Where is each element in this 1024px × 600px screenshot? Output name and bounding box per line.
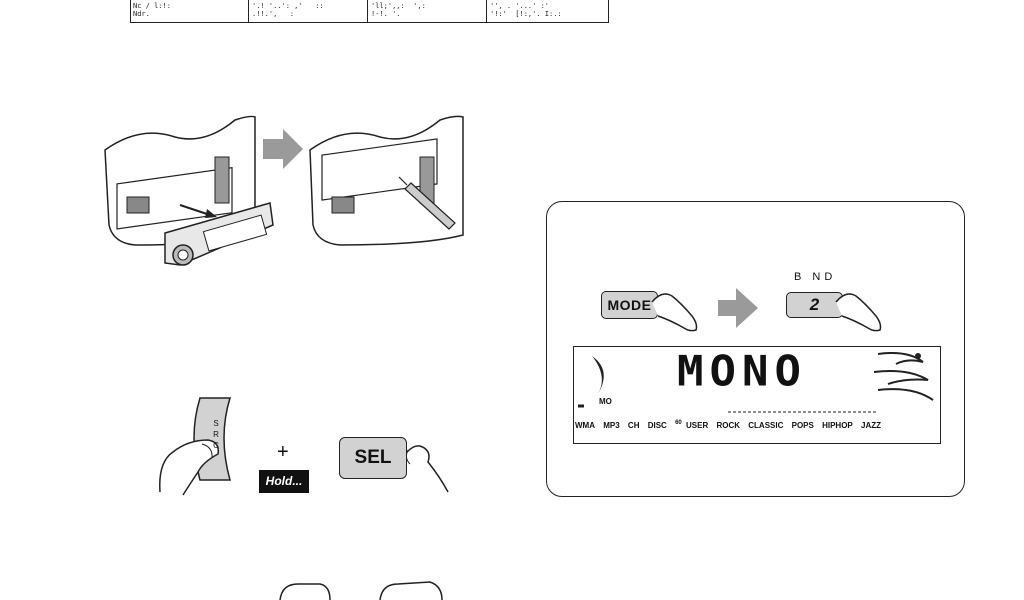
- partial-illustration: [279, 581, 443, 600]
- table-cell: 'll;',,: ',: !-!. '.: [371, 2, 426, 18]
- lcd-rock: ROCK: [716, 420, 741, 430]
- table-divider: [486, 0, 487, 22]
- lcd-graphics: [578, 352, 934, 413]
- mode-button[interactable]: MODE: [601, 291, 658, 319]
- lcd-disc: DISC: [647, 420, 667, 430]
- button-press-illustration: [159, 397, 449, 496]
- band-button[interactable]: 2: [786, 292, 843, 318]
- mode-fingers-arrow: [651, 288, 882, 332]
- plus-sign: +: [277, 441, 289, 463]
- lcd-hiphop: HIPHOP: [822, 420, 853, 430]
- table-cell: '', . '...' :' '!:' [!:,'. I:.:: [490, 2, 562, 18]
- table-cell: Nc / l:!: Ndr.: [133, 2, 171, 18]
- table-divider: [248, 0, 249, 22]
- band-label: B ND: [794, 271, 837, 283]
- lcd-user: USER: [686, 420, 709, 430]
- lcd-classic: CLASSIC: [748, 420, 784, 430]
- sel-button[interactable]: SEL: [339, 437, 407, 479]
- lcd-display: [573, 346, 941, 444]
- lcd-wma: WMA: [575, 420, 595, 430]
- lcd-mp3: MP3: [603, 420, 620, 430]
- lcd-jazz: JAZZ: [861, 420, 881, 430]
- table-divider: [367, 0, 368, 22]
- table-cell: '.! '..': ,' :: .!!.', :: [252, 2, 324, 18]
- lcd-ch: CH: [627, 420, 640, 430]
- hold-label: Hold...: [259, 470, 309, 493]
- faceplate-illustration: [104, 115, 464, 266]
- lcd-source-row: WMA MP3 CH DISC 60 USER ROCK CLASSIC POP…: [575, 420, 887, 430]
- lcd-eq-mark: 60: [675, 420, 682, 426]
- lcd-main-text: MONO: [677, 347, 807, 396]
- lcd-pops: POPS: [791, 420, 814, 430]
- table-fragment: Nc / l:!: Ndr. '.! '..': ,' :: .!!.', : …: [130, 0, 609, 23]
- lcd-mo-indicator: MO: [599, 397, 612, 406]
